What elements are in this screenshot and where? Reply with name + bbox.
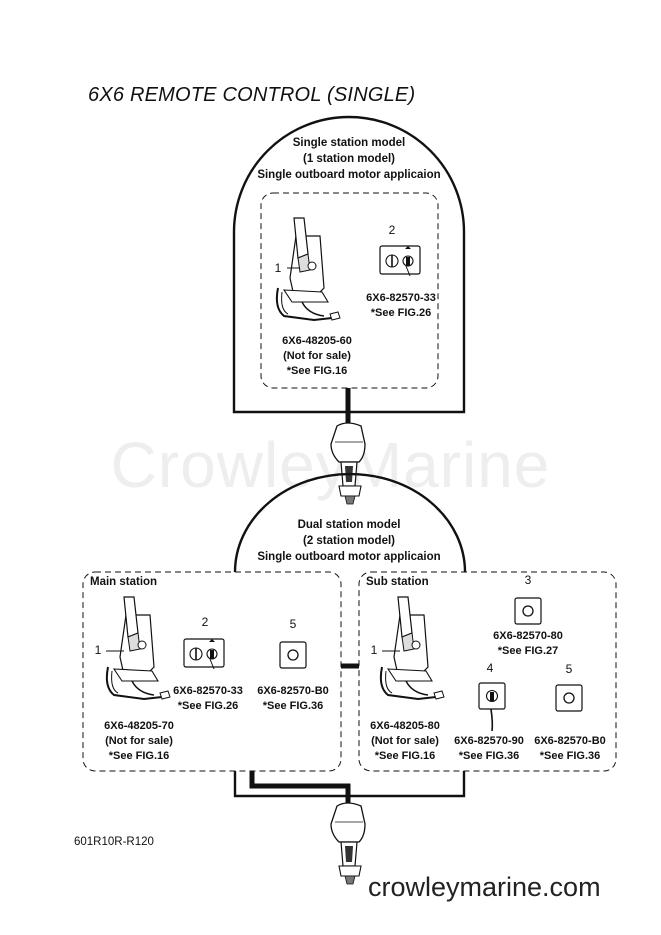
callout-number: 1 [370, 643, 378, 657]
diagram-code: 601R10R-R120 [74, 836, 154, 848]
single-header-line-3: Single outboard motor applicaion [257, 169, 441, 181]
part-label-main-switch: 6X6-82570-33 *See FIG.26 [168, 684, 248, 714]
figure-reference: *See FIG.26 [177, 700, 239, 712]
footer-url: crowleymarine.com [368, 872, 601, 902]
figure-reference: *See FIG.16 [108, 750, 170, 762]
part-number: 6X6-48205-60 [282, 335, 352, 347]
single-header-line-2: (1 station model) [302, 153, 395, 165]
part-label-main-remote-control-box: 6X6-48205-70 (Not for sale) *See FIG.16 [84, 719, 194, 764]
figure-reference: *See FIG.16 [374, 750, 436, 762]
part-number: 6X6-82570-33 [173, 685, 243, 697]
callout-number: 2 [388, 223, 396, 237]
callout-number: 2 [201, 615, 209, 629]
callout-number: 1 [94, 643, 102, 657]
figure-reference: *See FIG.36 [262, 700, 324, 712]
part-number: 6X6-48205-80 [370, 720, 440, 732]
single-header-line-1: Single station model [292, 137, 406, 149]
figure-reference: *See FIG.16 [286, 365, 348, 377]
part-note: (Not for sale) [371, 735, 439, 747]
part-number: 6X6-82570-90 [454, 735, 524, 747]
part-number: 6X6-82570-B0 [257, 685, 329, 697]
part-label-sub-switch: 6X6-82570-80 *See FIG.27 [483, 629, 573, 659]
watermark-text: CrowleyMarine [110, 429, 551, 501]
callout-number: 5 [289, 617, 297, 631]
part-label-sub-stop-switch: 6X6-82570-B0 *See FIG.36 [528, 734, 612, 764]
main-station-label: Main station [90, 576, 158, 588]
figure-reference: *See FIG.36 [458, 750, 520, 762]
part-number: 6X6-82570-80 [493, 630, 563, 642]
dual-header-line-1: Dual station model [297, 519, 401, 531]
callout-number: 1 [274, 261, 282, 275]
part-note: (Not for sale) [105, 735, 173, 747]
part-number: 6X6-82570-33 [366, 292, 436, 304]
part-label-main-switch: 6X6-82570-33 *See FIG.26 [346, 291, 456, 321]
part-label-main-stop-switch: 6X6-82570-B0 *See FIG.36 [252, 684, 334, 714]
figure-reference: *See FIG.27 [497, 645, 559, 657]
page-title: 6X6 REMOTE CONTROL (SINGLE) [88, 84, 416, 106]
single-station-header: Single station model (1 station model) S… [234, 135, 464, 183]
callout-number: 4 [486, 661, 494, 675]
part-number: 6X6-48205-70 [104, 720, 174, 732]
part-number: 6X6-82570-B0 [534, 735, 606, 747]
part-note: (Not for sale) [283, 350, 351, 362]
dual-station-header: Dual station model (2 station model) Sin… [234, 517, 464, 565]
figure-reference: *See FIG.36 [539, 750, 601, 762]
callout-number: 5 [565, 662, 573, 676]
part-label-sub-remote-control-box: 6X6-48205-80 (Not for sale) *See FIG.16 [360, 719, 450, 764]
dual-header-line-3: Single outboard motor applicaion [257, 551, 441, 563]
figure-reference: *See FIG.26 [370, 307, 432, 319]
part-label-sub-key-switch: 6X6-82570-90 *See FIG.36 [448, 734, 530, 764]
dual-header-line-2: (2 station model) [302, 535, 395, 547]
part-label-remote-control-box: 6X6-48205-60 (Not for sale) *See FIG.16 [262, 334, 372, 379]
callout-number: 3 [524, 573, 532, 587]
sub-station-label: Sub station [366, 576, 429, 588]
